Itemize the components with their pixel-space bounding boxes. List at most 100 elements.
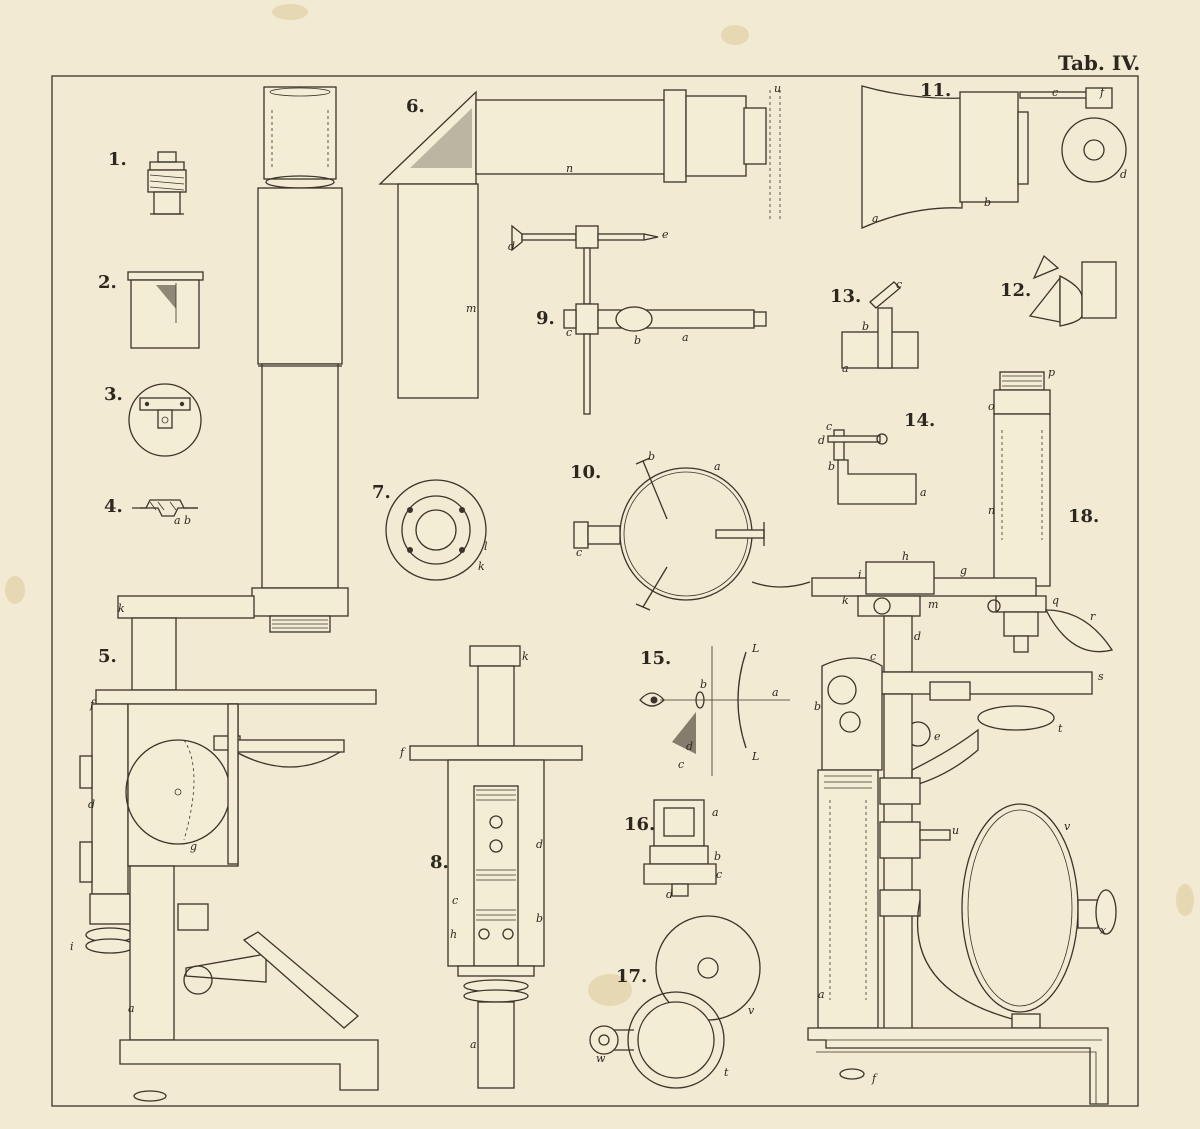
figure-9-letter-c: c [566,326,572,339]
figure-14-letter-b: b [828,460,835,473]
figure-18-letter-m: m [928,598,938,611]
figure-16-letter-b: b [714,850,721,863]
figure-9-letter-b: b [634,334,641,347]
figure-5-stand: 5. f d g i a [70,617,379,1102]
figure-18-letter-e: e [934,730,941,743]
figure-16-letter-a: a [712,806,719,819]
figure-14-label: 14. [904,410,935,431]
figure-5-label: 5. [98,646,117,667]
figure-18-letter-t: t [1058,722,1063,735]
paper-stains [5,4,1194,1006]
figure-8-label: 8. [430,852,449,873]
plate-border [51,75,1139,1107]
figure-10-letter-c: c [576,546,582,559]
figure-5-letter-a: a [128,1002,135,1015]
figure-13-letter-c: c [896,278,902,291]
figure-18-letter-u: u [952,824,959,837]
figure-18-letter-c: c [870,650,876,663]
figure-18-letter-x: x [1100,924,1107,937]
figure-4-letters: a b [174,514,191,527]
figure-11-letter-d: d [1120,168,1127,181]
figure-18-letter-s: s [1098,670,1104,683]
figure-18-letter-n: n [988,504,995,517]
figure-16-slide-holder: 16. a b c d [624,799,722,901]
figure-4-label: 4. [104,496,123,517]
figure-17-letter-v: v [748,1004,755,1017]
figure-15-letter-b: b [700,678,707,691]
figure-18-letter-k: k [842,594,849,607]
figure-11-letter-a: a [872,212,879,225]
figure-14-letter-d: d [818,434,825,447]
figure-17-letter-t: t [724,1066,729,1079]
figure-7-ring-collar: 7. l k [372,479,488,581]
figure-17-letter-w: w [596,1052,606,1065]
figure-13-label: 13. [830,286,861,307]
figure-3-label: 3. [104,384,123,405]
figure-16-letter-c: c [716,868,722,881]
figure-3-diaphragm-disc: 3. [104,383,202,457]
figure-8-fine-adjustment: 8. k f d b c h a [399,645,583,1089]
figure-16-label: 16. [624,814,655,835]
figure-11-letter-c: c [1052,86,1058,99]
figure-16-letter-d: d [666,888,673,901]
figure-5-tube: k [117,86,349,633]
figure-15-letter-c: c [678,758,684,771]
figure-13-letter-a: a [842,362,849,375]
figure-5-letter-i: i [70,940,74,953]
figure-18-letter-r: r [1090,610,1096,623]
figure-5-letter-d: d [88,798,95,811]
figure-15-letter-L-top: L [751,642,759,655]
figure-8-letter-a: a [470,1038,477,1051]
figure-18-label: 18. [1068,506,1099,527]
figure-9-letter-e: e [662,228,669,241]
figure-17-label: 17. [616,966,647,987]
figure-2-prism-box: 2. [98,271,204,349]
figure-10-letter-a: a [714,460,721,473]
figure-6-letter-u: u [774,82,781,95]
figure-5-letter-g: g [190,840,197,853]
figure-18-compound-microscope: 18. p o n h g i k m q r d s c b [751,366,1117,1105]
figure-5-letter-k: k [118,602,125,615]
figure-11-lamp-shade: 11. a b c d f [861,80,1127,229]
figure-18-letter-a: a [818,988,825,1001]
figure-15-label: 15. [640,648,671,669]
figure-8-letter-k: k [522,650,529,663]
figure-8-letter-c: c [452,894,458,907]
figure-9-letter-a: a [682,331,689,344]
figure-12-prism-holder: 12. [1000,254,1117,327]
figure-11-letter-f: f [1099,86,1106,99]
figure-10-letter-b: b [648,450,655,463]
figure-1-label: 1. [108,149,127,170]
figure-1-eyepiece: 1. [108,149,187,215]
figure-15-letter-L-bottom: L [751,750,759,763]
figure-12-label: 12. [1000,280,1031,301]
figure-18-letter-q: q [1052,594,1059,607]
figure-10-label: 10. [570,462,601,483]
figure-13-letter-b: b [862,320,869,333]
figure-14-bracket: 14. c d b a [818,410,935,505]
plate-title: Tab. IV. [1058,51,1140,75]
figure-13-mirror-mount: 13. a b c [830,278,919,375]
figure-18-letter-p: p [1048,366,1055,379]
figure-18-letter-v: v [1064,820,1071,833]
figure-11-letter-b: b [984,196,991,209]
figure-6-label: 6. [406,96,425,117]
figure-7-letter-l: l [484,540,488,553]
figure-18-letter-d: d [914,630,921,643]
figure-8-letter-d: d [536,838,543,851]
figure-18-letter-f: f [871,1072,878,1085]
figure-14-letter-c: c [826,420,832,433]
figure-15-optical-path: 15. L L a b c d [639,642,790,776]
figure-15-letter-a: a [772,686,779,699]
figure-9-label: 9. [536,308,555,329]
figure-8-letter-h: h [450,928,457,941]
figure-8-letter-b: b [536,912,543,925]
figure-2-label: 2. [98,272,117,293]
figure-6-letter-m: m [466,302,476,315]
figure-8-letter-f: f [399,746,406,759]
figure-9-letter-d: d [508,240,515,253]
figure-17-diaphragm-wheel: 17. v w t [589,915,761,1089]
figure-6-angle-prism-tube: 6. m n u [378,82,781,399]
figure-18-letter-h: h [902,550,909,563]
